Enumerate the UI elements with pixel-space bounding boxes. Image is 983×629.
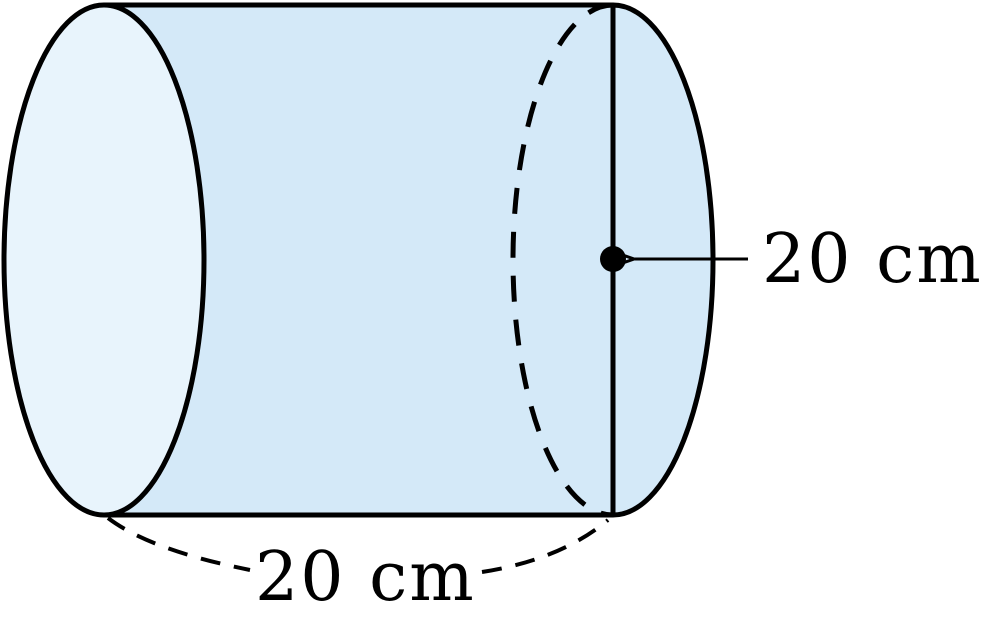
hidden-back-edge — [510, 2, 614, 518]
filled-dot-icon — [600, 246, 626, 272]
length-label: 20 cm — [255, 538, 476, 617]
diameter-label: 20 cm — [762, 220, 983, 299]
length-dash-right — [481, 518, 610, 574]
left-face — [1, 2, 207, 518]
length-dash-left — [106, 516, 251, 572]
